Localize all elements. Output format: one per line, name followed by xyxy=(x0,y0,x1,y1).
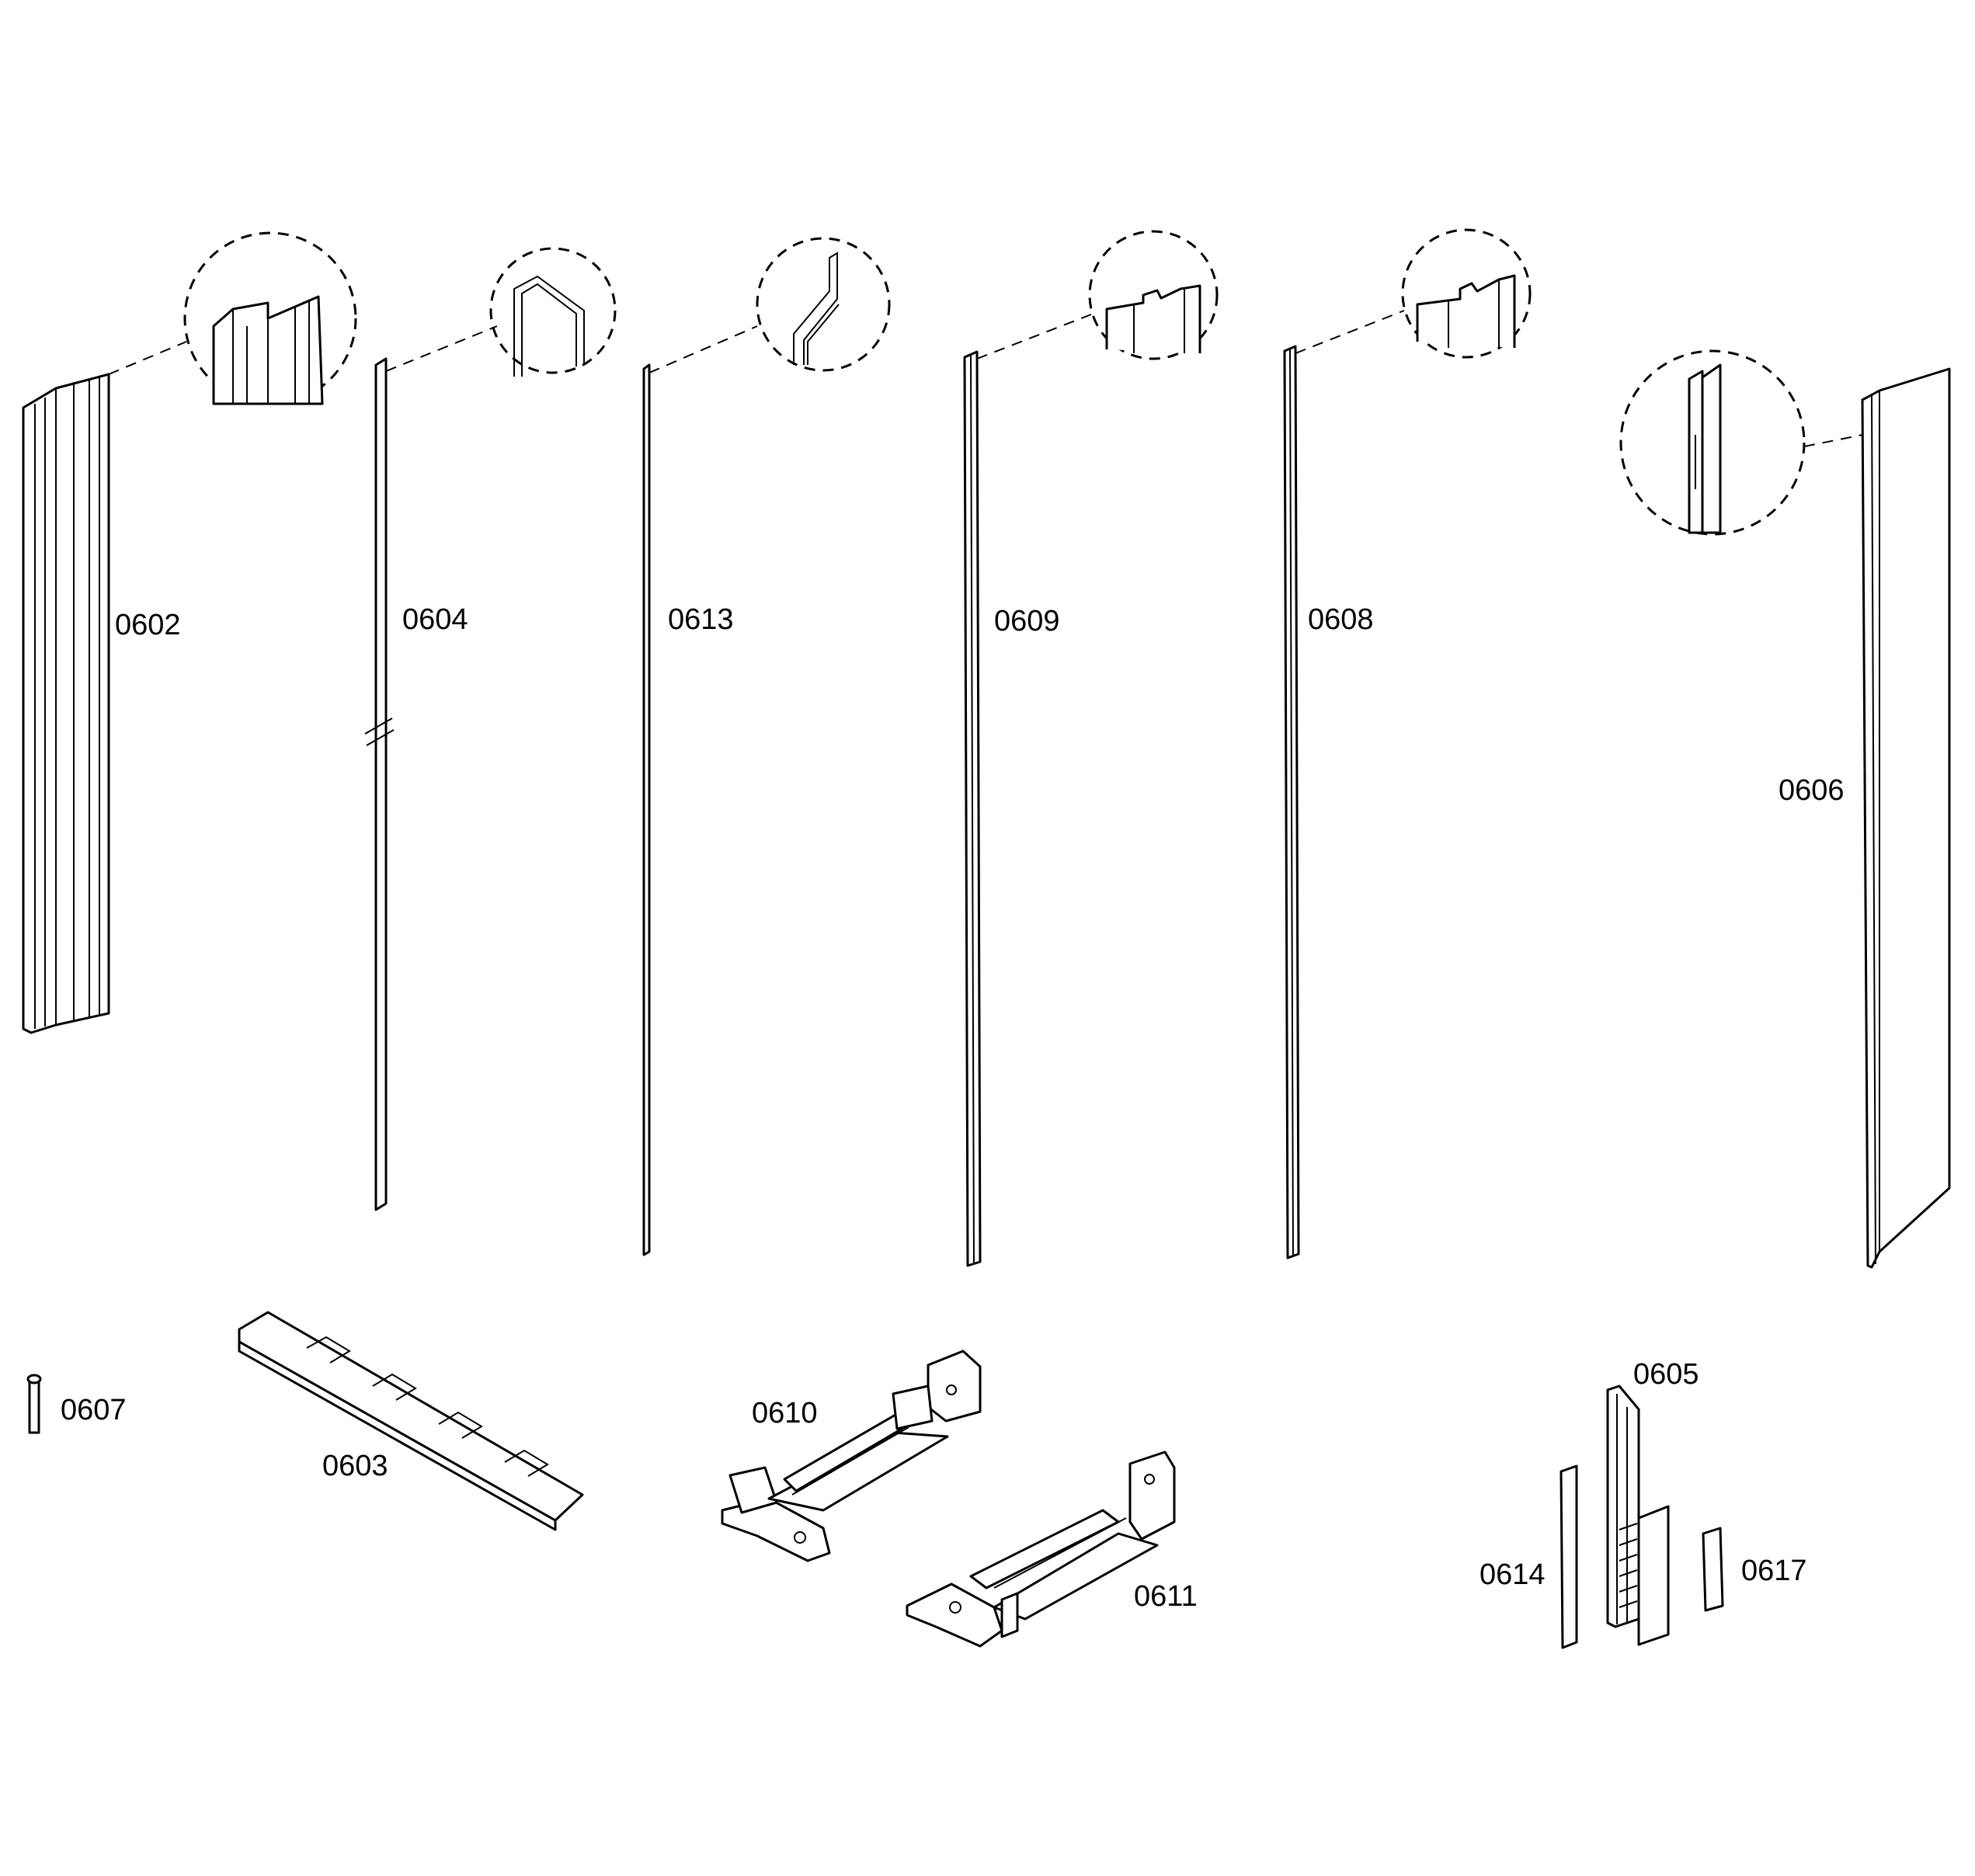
part-0611 xyxy=(906,1450,1176,1648)
label-0614: 0614 xyxy=(1480,1558,1546,1591)
label-0609: 0609 xyxy=(994,605,1060,637)
label-0611: 0611 xyxy=(1134,1580,1198,1613)
leader-0606 xyxy=(1803,434,1863,447)
part-0603 xyxy=(238,1311,584,1531)
detail-0613 xyxy=(756,237,891,372)
leader-0613 xyxy=(648,325,758,373)
label-0604: 0604 xyxy=(402,603,468,636)
label-0605: 0605 xyxy=(1633,1358,1699,1391)
label-0610: 0610 xyxy=(752,1397,818,1430)
leader-0609 xyxy=(976,314,1092,360)
part-0613 xyxy=(642,363,651,1256)
part-0614 xyxy=(1559,1464,1578,1649)
label-0602: 0602 xyxy=(115,609,181,641)
detail-0609 xyxy=(1088,230,1219,360)
label-0607: 0607 xyxy=(61,1394,127,1426)
leader-0608 xyxy=(1295,310,1405,354)
part-0607 xyxy=(26,1374,42,1434)
detail-0608 xyxy=(1401,228,1532,359)
leader-0602 xyxy=(108,341,187,375)
part-0608 xyxy=(1283,345,1300,1259)
part-0606 xyxy=(1861,367,1951,1269)
detail-0602 xyxy=(183,231,357,405)
part-0602 xyxy=(22,373,110,1034)
label-0603: 0603 xyxy=(322,1450,388,1482)
part-0617 xyxy=(1702,1527,1724,1612)
part-0609 xyxy=(963,350,982,1267)
part-0604 xyxy=(364,357,395,1211)
detail-0604 xyxy=(489,247,617,377)
part-0605 xyxy=(1606,1384,1670,1646)
label-0606: 0606 xyxy=(1779,774,1845,807)
label-0617: 0617 xyxy=(1741,1555,1807,1587)
leader-0604 xyxy=(385,325,498,372)
label-0608: 0608 xyxy=(1308,603,1374,636)
part-0610 xyxy=(721,1350,982,1562)
detail-0606 xyxy=(1619,349,1806,536)
label-0613: 0613 xyxy=(668,603,734,636)
